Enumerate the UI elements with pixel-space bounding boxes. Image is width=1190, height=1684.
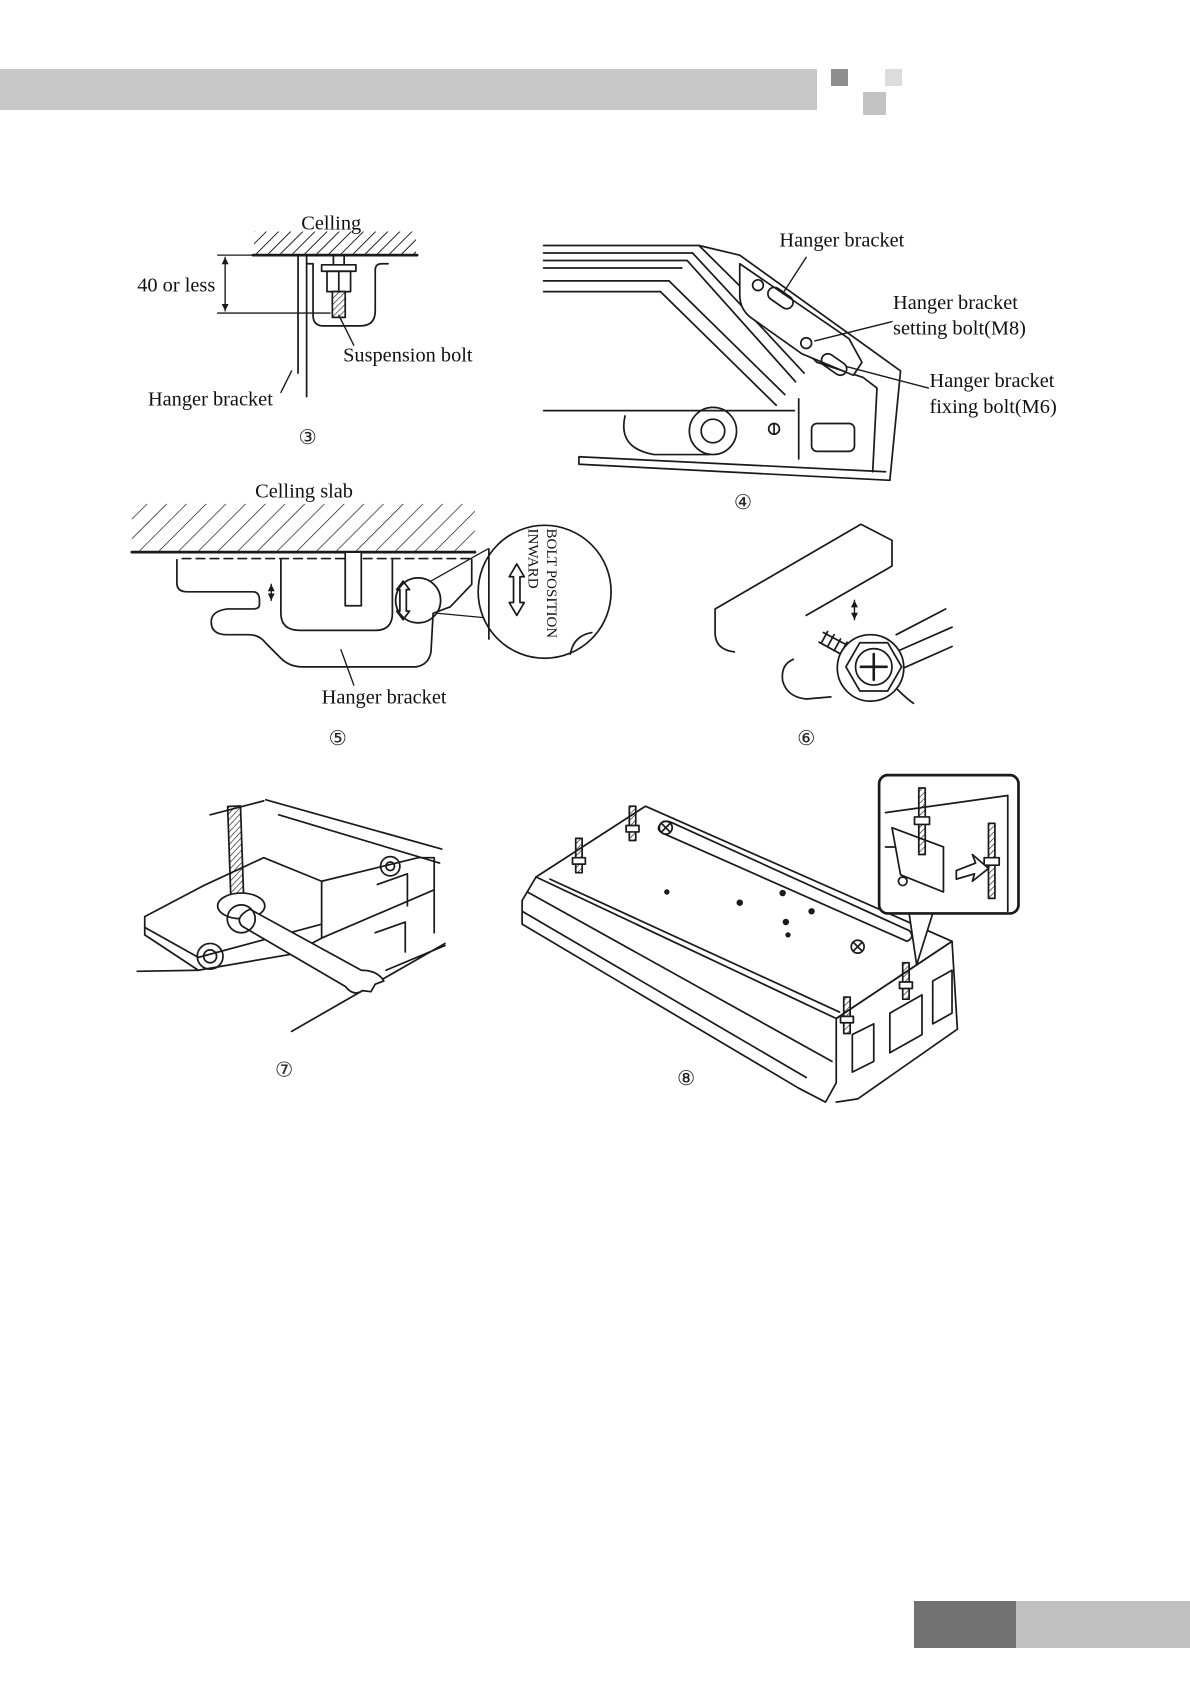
figure-7: ⑦ xyxy=(137,800,445,1082)
ceiling-label: Celling xyxy=(301,212,361,234)
detail-circle-small xyxy=(396,578,441,623)
dimension-label: 40 or less xyxy=(137,275,215,297)
bolt-slot xyxy=(345,552,361,606)
setting-bolt-label-line1: Hanger bracket xyxy=(893,292,1018,314)
bracket-cutout xyxy=(281,560,392,631)
fixing-bolt-label-line2: fixing bolt(M6) xyxy=(930,396,1057,418)
figure-number: ⑦ xyxy=(275,1057,293,1081)
figure-4: Hanger bracket Hanger bracket setting bo… xyxy=(544,230,1057,515)
unit-screw-inner xyxy=(386,862,395,871)
unit-channel xyxy=(896,609,952,703)
ceiling-slab-hatch xyxy=(132,504,475,552)
figure-number: ④ xyxy=(734,490,752,514)
component-box xyxy=(812,423,855,451)
inward-note: INWARD xyxy=(525,529,541,589)
setting-bolt-label-line2: setting bolt(M8) xyxy=(893,317,1026,339)
hanger-bracket-label: Hanger bracket xyxy=(322,686,447,708)
bolt-top xyxy=(333,255,344,265)
unit-bottom-edge xyxy=(579,457,890,481)
figure-number: ⑤ xyxy=(329,726,347,750)
washer xyxy=(322,265,356,271)
fan-outer xyxy=(689,407,736,454)
unit-body xyxy=(715,524,892,652)
figure-6: ⑥ xyxy=(715,524,952,750)
footer-bar-light xyxy=(1016,1601,1190,1648)
hanger-bracket-label: Hanger bracket xyxy=(148,388,273,410)
figure-number: ③ xyxy=(299,425,317,449)
hanger-bracket-plate xyxy=(298,255,307,397)
hanger-bracket xyxy=(177,560,472,667)
bracket-slot xyxy=(782,659,831,699)
unit-top-lines xyxy=(210,800,442,863)
footer-bar-dark xyxy=(914,1601,1016,1648)
bracket-body xyxy=(307,264,388,326)
small-arrow xyxy=(397,581,410,620)
ceiling-slab-label: Celling slab xyxy=(255,480,353,502)
hanger-bracket-label: Hanger bracket xyxy=(779,230,904,252)
ceiling-hatch xyxy=(254,232,416,256)
figure-5: BOLT POSITION INWARD Celling slab Hanger… xyxy=(132,480,611,750)
suspension-bolt-label: Suspension bolt xyxy=(343,344,473,366)
figure-number: ⑧ xyxy=(677,1066,695,1090)
bolt-position-note: BOLT POSITION xyxy=(543,529,559,639)
fixing-bolt-label-line1: Hanger bracket xyxy=(930,370,1055,392)
nut xyxy=(327,271,351,291)
fan-inner xyxy=(701,419,725,443)
figure-number: ⑥ xyxy=(797,726,815,750)
figure-8: ⑧ xyxy=(522,775,1018,1102)
figure-3: Celling 40 or less Suspension bolt Hange… xyxy=(137,212,473,448)
unit-side xyxy=(322,858,435,952)
inward-double-arrow xyxy=(509,564,524,615)
suspension-bolt xyxy=(332,292,345,318)
